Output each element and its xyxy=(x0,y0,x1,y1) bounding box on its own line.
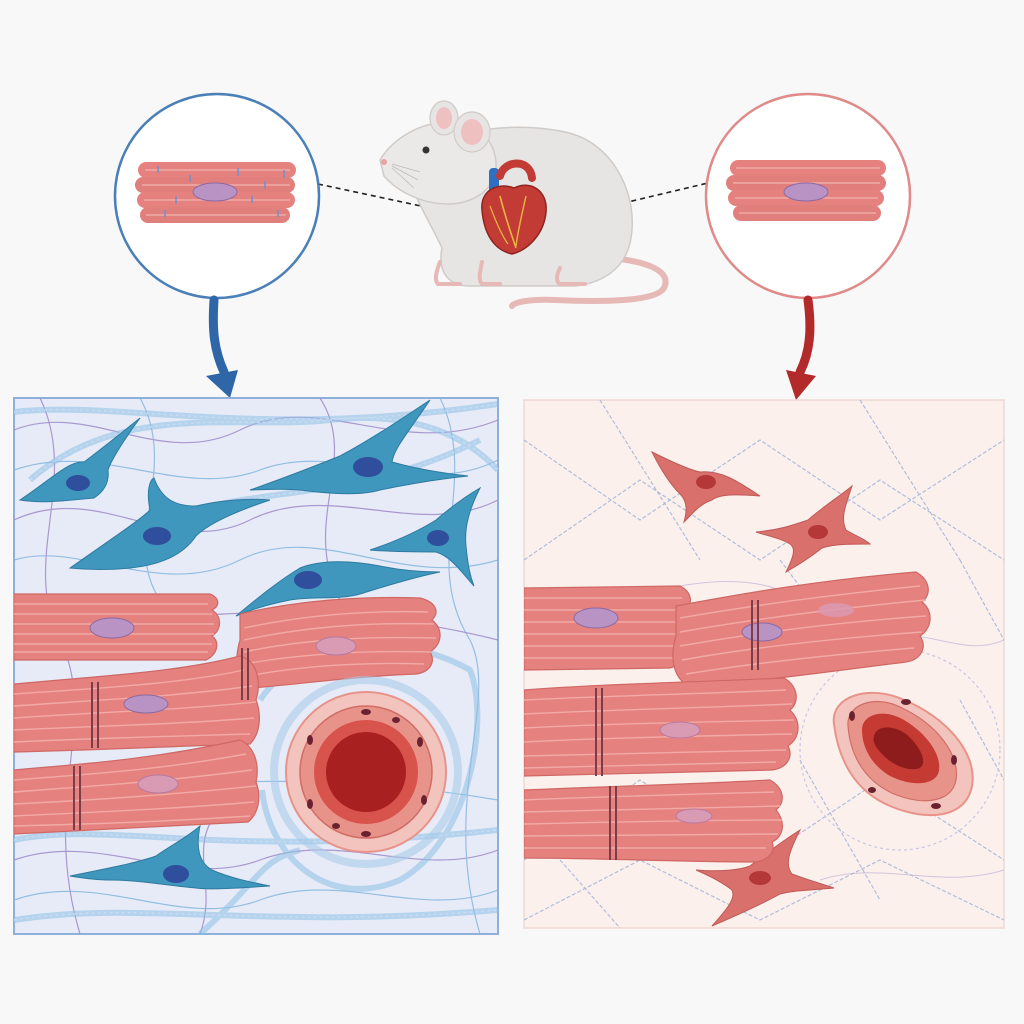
fibroblast-icon xyxy=(18,399,482,890)
cardiomyocyte-icon xyxy=(524,677,799,777)
cardiomyocyte-icon xyxy=(236,596,441,689)
cardiomyocyte-icon xyxy=(135,162,296,223)
cardiomyocyte-icon xyxy=(14,648,260,753)
zoom-circle-left xyxy=(113,92,321,300)
cardiomyocyte-icon xyxy=(726,160,886,221)
cardiomyocyte-icon xyxy=(672,571,931,687)
cardiomyocyte-icon xyxy=(524,779,783,863)
arrow-down-icon xyxy=(206,295,238,398)
fibroblast-nucleus xyxy=(696,475,828,885)
blood-vessel-icon xyxy=(832,691,974,817)
fibroblast-nucleus xyxy=(66,457,449,883)
cardiomyocyte-icon xyxy=(524,585,693,671)
blood-vessel-icon xyxy=(270,676,462,868)
arrow-down-icon xyxy=(786,295,816,400)
heart-icon xyxy=(481,159,547,255)
connector-line-left xyxy=(317,183,506,225)
zoom-circle-right xyxy=(704,92,912,300)
tissue-panel-left xyxy=(13,397,499,935)
cardiomyocyte-icon xyxy=(14,739,260,835)
tissue-panel-right xyxy=(523,399,1005,929)
cardiomyocyte-icon xyxy=(14,593,221,661)
